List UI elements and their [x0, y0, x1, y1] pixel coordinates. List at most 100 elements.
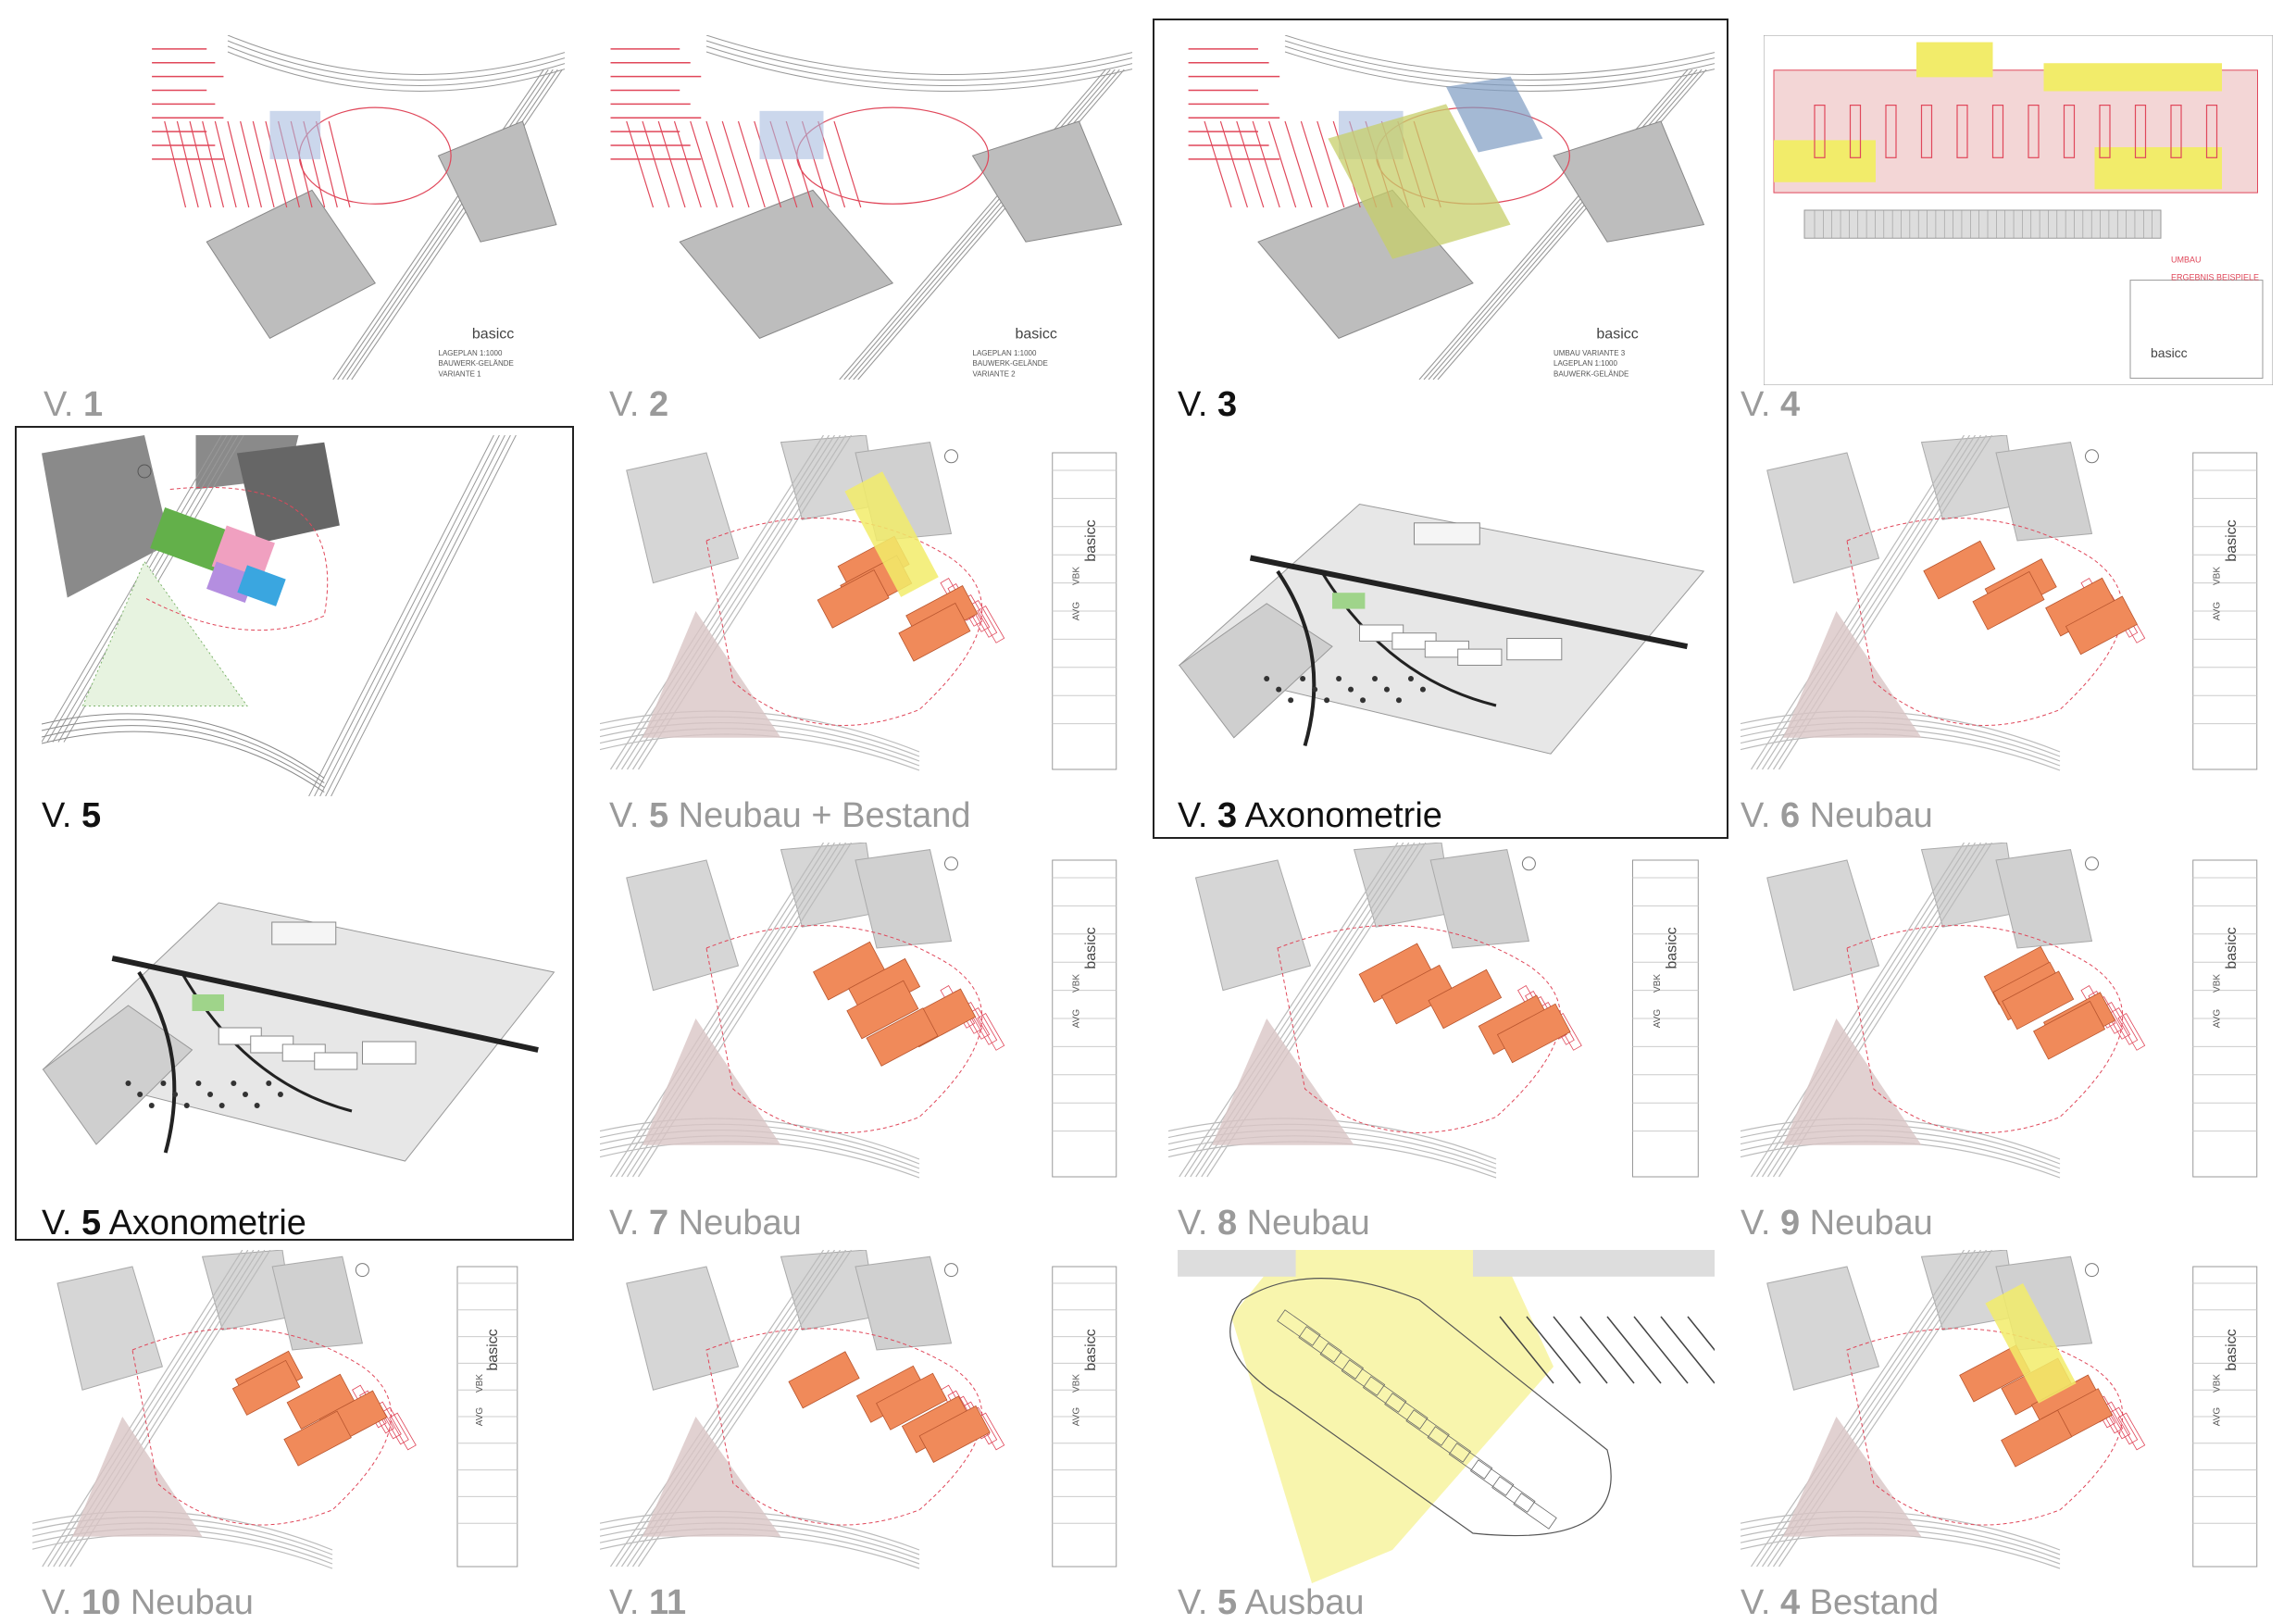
- stamp-label: BAUWERK-GELÄNDE: [439, 359, 514, 368]
- variant-thumbnail: [1178, 1250, 1715, 1583]
- stamp-logo: basicc: [2224, 927, 2240, 968]
- building-footprint: [231, 1350, 388, 1467]
- building-footprint: [817, 471, 979, 662]
- plan-drawing: [42, 435, 555, 796]
- variant-tile-v5[interactable]: V. 5: [32, 435, 565, 833]
- stamp-label: VBK: [2213, 1374, 2223, 1393]
- north-arrow-icon: [355, 1263, 369, 1278]
- stamp-label: VBK: [1653, 974, 1663, 993]
- stamp-label: AVG: [1072, 602, 1082, 621]
- stamp-logo: basicc: [1016, 326, 1057, 342]
- variant-caption: V. 1: [44, 385, 104, 424]
- site-context: [1741, 843, 2273, 1194]
- axonometric-view: [1178, 503, 1705, 755]
- building-footprint: [788, 1351, 991, 1464]
- variant-caption: V. 4 Bestand: [1741, 1583, 1940, 1622]
- stamp-label: LAGEPLAN 1:1000: [1554, 359, 1617, 368]
- stamp-label: VBK: [1072, 974, 1082, 993]
- north-arrow-icon: [2085, 856, 2099, 871]
- stamp-logo: basicc: [1083, 519, 1099, 561]
- variant-tile-v5-axonometrie[interactable]: V. 5 Axonometrie: [32, 843, 565, 1241]
- variant-caption: V. 5 Axonometrie: [42, 1204, 306, 1243]
- variant-caption: V. 11: [609, 1583, 687, 1622]
- variant-tile-v5-ausbau[interactable]: V. 5 Ausbau: [1168, 1250, 1715, 1624]
- variant-caption: V. 5: [42, 796, 102, 835]
- building-footprint: [813, 941, 977, 1067]
- stamp-label: VBK: [1072, 1374, 1082, 1393]
- building-footprint: [1358, 943, 1571, 1064]
- variant-tile-v3-axonometrie[interactable]: V. 3 Axonometrie: [1168, 435, 1715, 833]
- stamp-label: LAGEPLAN 1:1000: [439, 349, 503, 357]
- stamp-label: BAUWERK-GELÄNDE: [1554, 369, 1628, 378]
- variant-caption: V. 3 Axonometrie: [1178, 796, 1442, 835]
- stamp-logo: basicc: [1596, 326, 1638, 342]
- stamp-label: AVG: [2213, 602, 2223, 621]
- variant-caption: V. 5 Ausbau: [1178, 1583, 1365, 1622]
- variant-caption: V. 7 Neubau: [609, 1204, 802, 1243]
- v3-group-frame: [1153, 19, 1728, 839]
- stamp-label: AVG: [1653, 1009, 1663, 1029]
- north-arrow-icon: [1521, 856, 1536, 871]
- expansion-plan: [1178, 1250, 1715, 1583]
- north-arrow-icon: [944, 1263, 958, 1278]
- stamp-label: VARIANTE 1: [439, 369, 482, 378]
- north-arrow-icon: [944, 856, 958, 871]
- north-arrow-icon: [137, 464, 152, 479]
- stamp-logo: basicc: [2224, 519, 2240, 561]
- stamp-label: AVG: [1072, 1009, 1082, 1029]
- north-arrow-icon: [2085, 1263, 2099, 1278]
- stamp-logo: basicc: [485, 1329, 501, 1370]
- variant-caption: V. 5 Neubau + Bestand: [609, 796, 971, 835]
- building-footprint: [1923, 540, 2138, 656]
- north-arrow-icon: [2085, 449, 2099, 464]
- variant-caption: V. 2: [609, 385, 669, 424]
- stamp-logo: basicc: [2224, 1329, 2240, 1370]
- stamp-logo: basicc: [472, 326, 514, 342]
- north-arrow-icon: [944, 449, 958, 464]
- stamp-label: VARIANTE 2: [973, 369, 1017, 378]
- site-context: [32, 1250, 532, 1583]
- variant-caption: V. 8 Neubau: [1178, 1204, 1370, 1243]
- site-context: [600, 1250, 1132, 1583]
- variant-caption: V. 10 Neubau: [42, 1583, 254, 1622]
- plan-drawing: [42, 902, 555, 1162]
- stamp-label: AVG: [475, 1407, 485, 1427]
- variant-thumbnail: [42, 435, 555, 796]
- stamp-logo: basicc: [1083, 927, 1099, 968]
- variant-thumbnail: [32, 889, 565, 1167]
- stamp-label: AVG: [2213, 1009, 2223, 1029]
- v5-group-frame: [15, 426, 574, 1241]
- stamp-label: VBK: [475, 1374, 485, 1393]
- stamp-label: VBK: [1072, 567, 1082, 585]
- stamp-label: BAUWERK-GELÄNDE: [973, 359, 1048, 368]
- sketch-highlights: [1328, 76, 1543, 259]
